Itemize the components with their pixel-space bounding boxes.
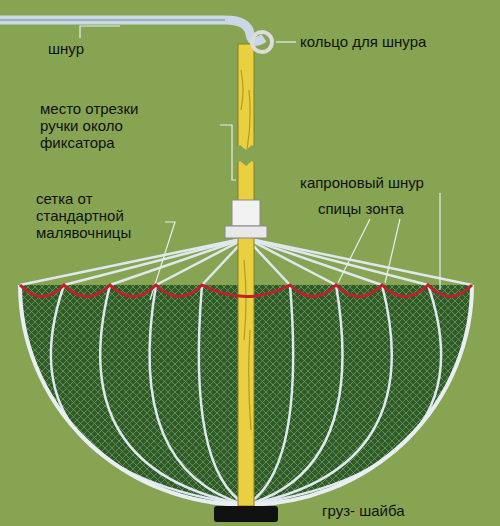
umbrella-rib [246, 285, 342, 505]
callout-label: спицы зонта [318, 200, 468, 217]
umbrella-rib [246, 238, 472, 285]
handle [238, 44, 254, 506]
umbrella-rib [20, 238, 246, 285]
leader-line [439, 193, 440, 290]
weight-washer [214, 506, 278, 522]
hub [225, 226, 267, 238]
umbrella-rib [246, 238, 428, 285]
callout-label: груз- шайба [322, 502, 472, 519]
umbrella-rib [150, 285, 246, 505]
leader-line [80, 26, 120, 38]
nylon-cord [20, 285, 472, 297]
handle-break [234, 145, 258, 166]
callout-label: место отрезки ручки около фиксатора [40, 100, 170, 151]
umbrella-rib [51, 285, 246, 505]
umbrella-rib [64, 238, 246, 285]
umbrella-rib [246, 285, 441, 505]
umbrella-rib [246, 238, 336, 285]
callout-label: сетка от стандартной малявочницы [36, 190, 164, 241]
leader-line [220, 125, 236, 180]
umbrella-rib [100, 285, 246, 505]
leader-line [338, 219, 400, 283]
nylon-cord-rim [20, 285, 472, 297]
umbrella-rib [156, 238, 246, 285]
leader-lines [80, 26, 440, 300]
leader-line [276, 41, 296, 42]
wood-grain [241, 70, 251, 430]
umbrella-rib [110, 238, 246, 285]
callout-label: капроновый шнур [300, 174, 480, 191]
callout-label: шнур [48, 40, 118, 57]
fixator [232, 200, 260, 226]
cord-edge [0, 20, 225, 21]
umbrella-rib [246, 285, 392, 505]
cord-ring [252, 32, 272, 52]
cord [0, 20, 264, 41]
callout-label: кольцо для шнура [300, 33, 490, 50]
